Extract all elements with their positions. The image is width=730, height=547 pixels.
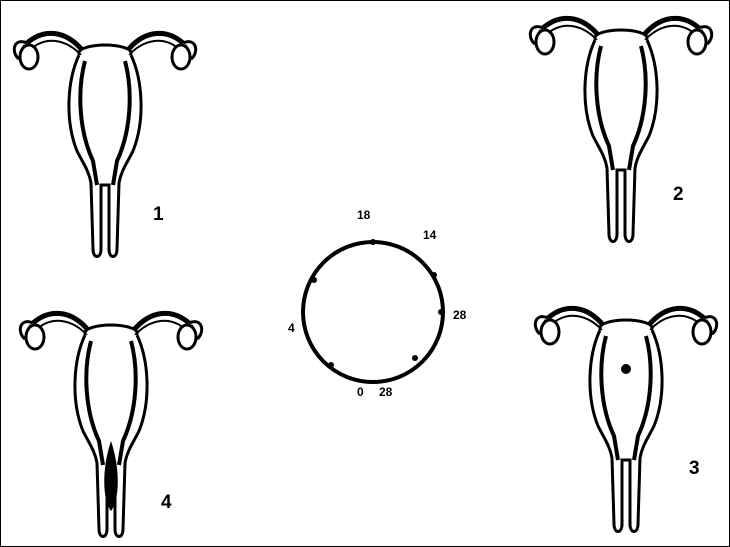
cycle-label-top: 18 — [357, 209, 370, 221]
panel-number-4: 4 — [161, 493, 172, 512]
cycle-label-top-right: 14 — [423, 229, 436, 241]
cycle-circle — [303, 242, 443, 382]
cycle-label-bottom-left: 0 — [357, 386, 364, 398]
panel-number-1: 1 — [153, 205, 164, 224]
cycle-label-right: 28 — [453, 309, 466, 321]
uterus-illustration-3 — [535, 308, 716, 531]
panel-number-2: 2 — [673, 185, 684, 204]
cycle-label-bottom-right: 28 — [379, 386, 392, 398]
uterus-illustration-2 — [530, 18, 711, 241]
panel-number-3: 3 — [689, 459, 700, 478]
embryo-dot — [621, 364, 631, 374]
cycle-label-left: 4 — [288, 322, 295, 334]
uterus-illustration-1 — [14, 33, 195, 256]
